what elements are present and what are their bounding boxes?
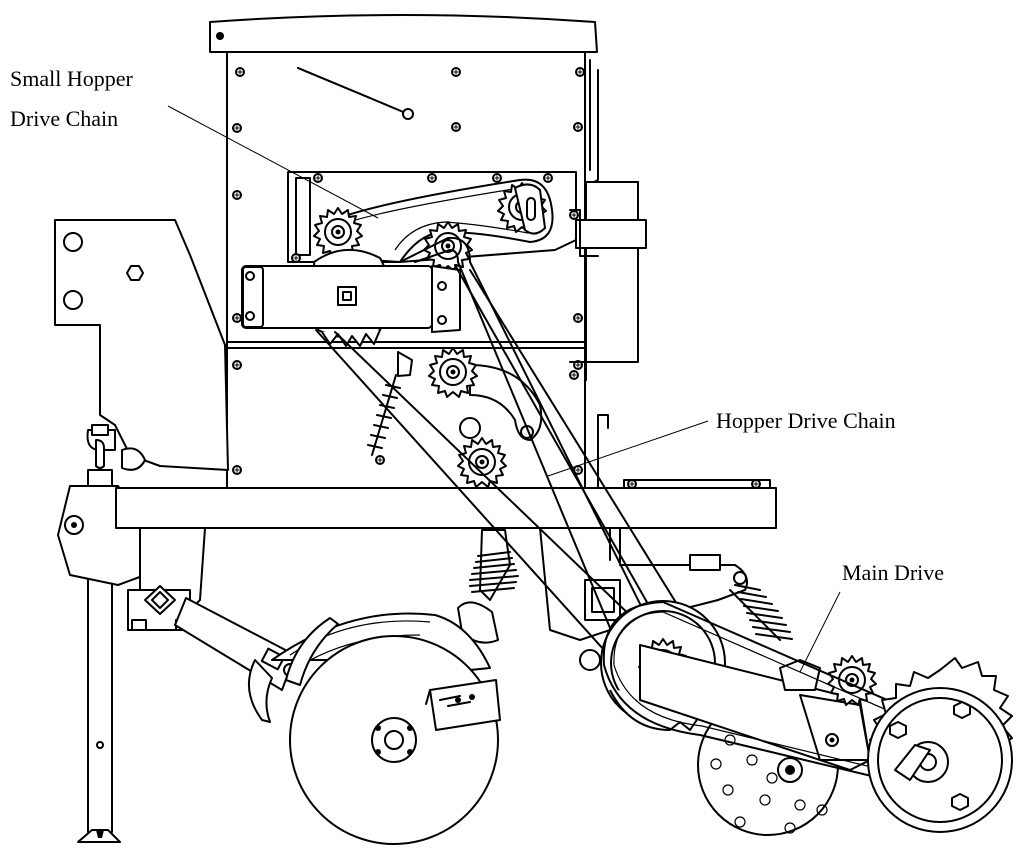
label-small-hopper-drive-chain: Small Hopper Drive Chain (10, 66, 379, 219)
lid-hinge-pin (216, 32, 224, 40)
hopper-drive-plate (241, 265, 461, 333)
chain-strand-3 (454, 264, 661, 626)
small-hopper-label-line1: Small Hopper (10, 66, 133, 91)
press-wheel-spring (729, 584, 793, 641)
main-drive-leader (799, 591, 841, 673)
hopper-drive-chain (315, 329, 663, 691)
side-wire-2 (585, 69, 599, 187)
gas-strut (297, 67, 414, 120)
disc-opener (271, 612, 501, 845)
tensioner-slot (526, 197, 536, 221)
coulter-arm-assembly (127, 527, 297, 723)
hopper-drive-chain-2 (399, 236, 653, 701)
press-wheel (867, 657, 1013, 833)
coulter-spring (457, 529, 519, 644)
upright-bracket (597, 414, 609, 489)
hopper-drive-chain-label: Hopper Drive Chain (716, 408, 896, 433)
main-drive-label: Main Drive (842, 560, 944, 585)
beam-plate (623, 479, 771, 489)
label-main-drive: Main Drive (799, 560, 944, 673)
chain-strand-4 (469, 269, 689, 623)
parking-stand (57, 469, 151, 843)
toolbar-beam (115, 487, 777, 529)
label-hopper-drive-chain: Hopper Drive Chain (547, 408, 896, 477)
hopper-lid (209, 14, 598, 53)
main-drive-arm (639, 644, 877, 771)
small-hopper-label-line2: Drive Chain (10, 106, 118, 131)
hitch-bracket (54, 219, 229, 471)
idler-roller (459, 417, 481, 439)
hopper-drive-chain-leader (547, 420, 709, 477)
small-hopper-leader (167, 105, 379, 219)
side-gearbox (569, 181, 647, 381)
